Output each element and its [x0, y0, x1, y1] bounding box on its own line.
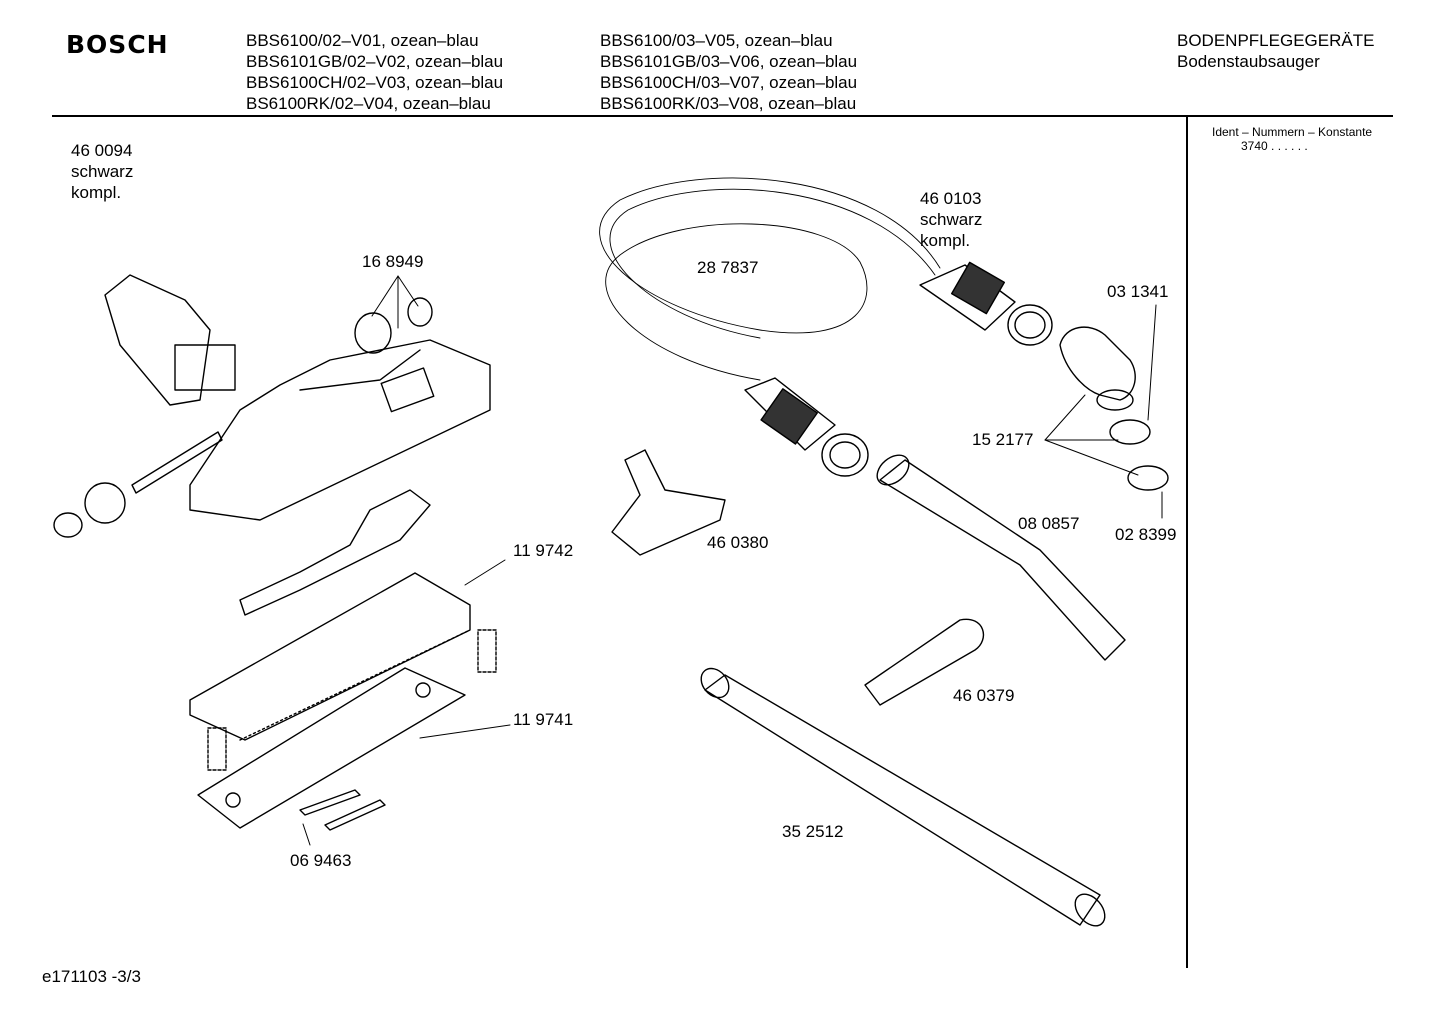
model-list-left: BBS6100/02–V01, ozean–blau BBS6101GB/02–…	[246, 30, 503, 114]
category-title: BODENPFLEGEGERÄTE	[1177, 31, 1375, 50]
part-label-upholstery-nozzle: 46 0380	[707, 533, 769, 552]
category-block: BODENPFLEGEGERÄTE Bodenstaubsauger	[1177, 30, 1374, 72]
hose-end-upper	[919, 261, 1053, 346]
drawing-code: e171103 -3/3	[42, 967, 141, 986]
part-color: schwarz	[71, 162, 134, 181]
model-line: BBS6100/02–V01, ozean–blau	[246, 31, 479, 50]
ident-block: Ident – Nummern – Konstante 3740 . . . .…	[1212, 125, 1372, 153]
clip-part	[1109, 419, 1169, 491]
model-line: BBS6100CH/02–V03, ozean–blau	[246, 73, 504, 92]
upholstery-nozzle	[611, 449, 726, 556]
part-number: 46 0094	[71, 141, 133, 160]
part-label-hose-body: 28 7837	[697, 258, 759, 277]
handle-tube	[876, 454, 1126, 661]
part-color: schwarz	[920, 210, 983, 229]
part-label-sole-plate: 11 9741	[513, 710, 574, 729]
part-label-hose: 46 0103 schwarz kompl.	[920, 188, 982, 251]
brand-logo: BOSCH	[66, 30, 169, 59]
sole-plate	[197, 667, 466, 829]
part-label-ring: 02 8399	[1115, 525, 1177, 544]
model-line: BBS6101GB/03–V06, ozean–blau	[600, 52, 858, 71]
ident-title: Ident – Nummern – Konstante	[1212, 125, 1373, 139]
model-line: BBS6100RK/03–V08, ozean–blau	[600, 94, 857, 113]
part-label-handle-tube: 08 0857	[1018, 514, 1080, 533]
part-number: 46 0103	[920, 189, 982, 208]
ident-value: 3740 . . . . . .	[1241, 139, 1308, 153]
slider-part	[239, 489, 431, 616]
base-plate	[189, 572, 471, 741]
category-subtitle: Bodenstaubsauger	[1177, 52, 1320, 71]
crevice-nozzle	[864, 618, 985, 706]
elbow-part	[1059, 326, 1136, 411]
model-line: BBS6101GB/02–V02, ozean–blau	[246, 52, 504, 71]
floor-nozzle	[189, 339, 491, 521]
part-label-wheels: 16 8949	[362, 252, 424, 271]
strip-part	[299, 789, 386, 831]
model-line: BBS6100CH/03–V07, ozean–blau	[600, 73, 858, 92]
extension-tube	[700, 667, 1106, 927]
side-divider	[1186, 117, 1188, 968]
part-label-clip: 15 2177	[972, 430, 1034, 449]
nozzle-connector	[104, 274, 236, 406]
hose-end-lower	[744, 377, 869, 477]
leader-lines	[302, 275, 1163, 846]
part-label-crevice-nozzle: 46 0379	[953, 686, 1015, 705]
model-line: BS6100RK/02–V04, ozean–blau	[246, 94, 491, 113]
hose-coil	[599, 177, 941, 381]
header-divider	[52, 115, 1393, 117]
model-list-right: BBS6100/03–V05, ozean–blau BBS6101GB/03–…	[600, 30, 857, 114]
axle-and-wheels	[53, 297, 433, 538]
part-note: kompl.	[920, 231, 971, 250]
part-label-strip: 06 9463	[290, 851, 352, 870]
part-label-extension-tube: 35 2512	[782, 822, 844, 841]
part-label-base-plate: 11 9742	[513, 541, 574, 560]
part-label-elbow: 03 1341	[1107, 282, 1169, 301]
part-note: kompl.	[71, 183, 122, 202]
part-label-floor-nozzle: 46 0094 schwarz kompl.	[71, 140, 133, 203]
model-line: BBS6100/03–V05, ozean–blau	[600, 31, 833, 50]
